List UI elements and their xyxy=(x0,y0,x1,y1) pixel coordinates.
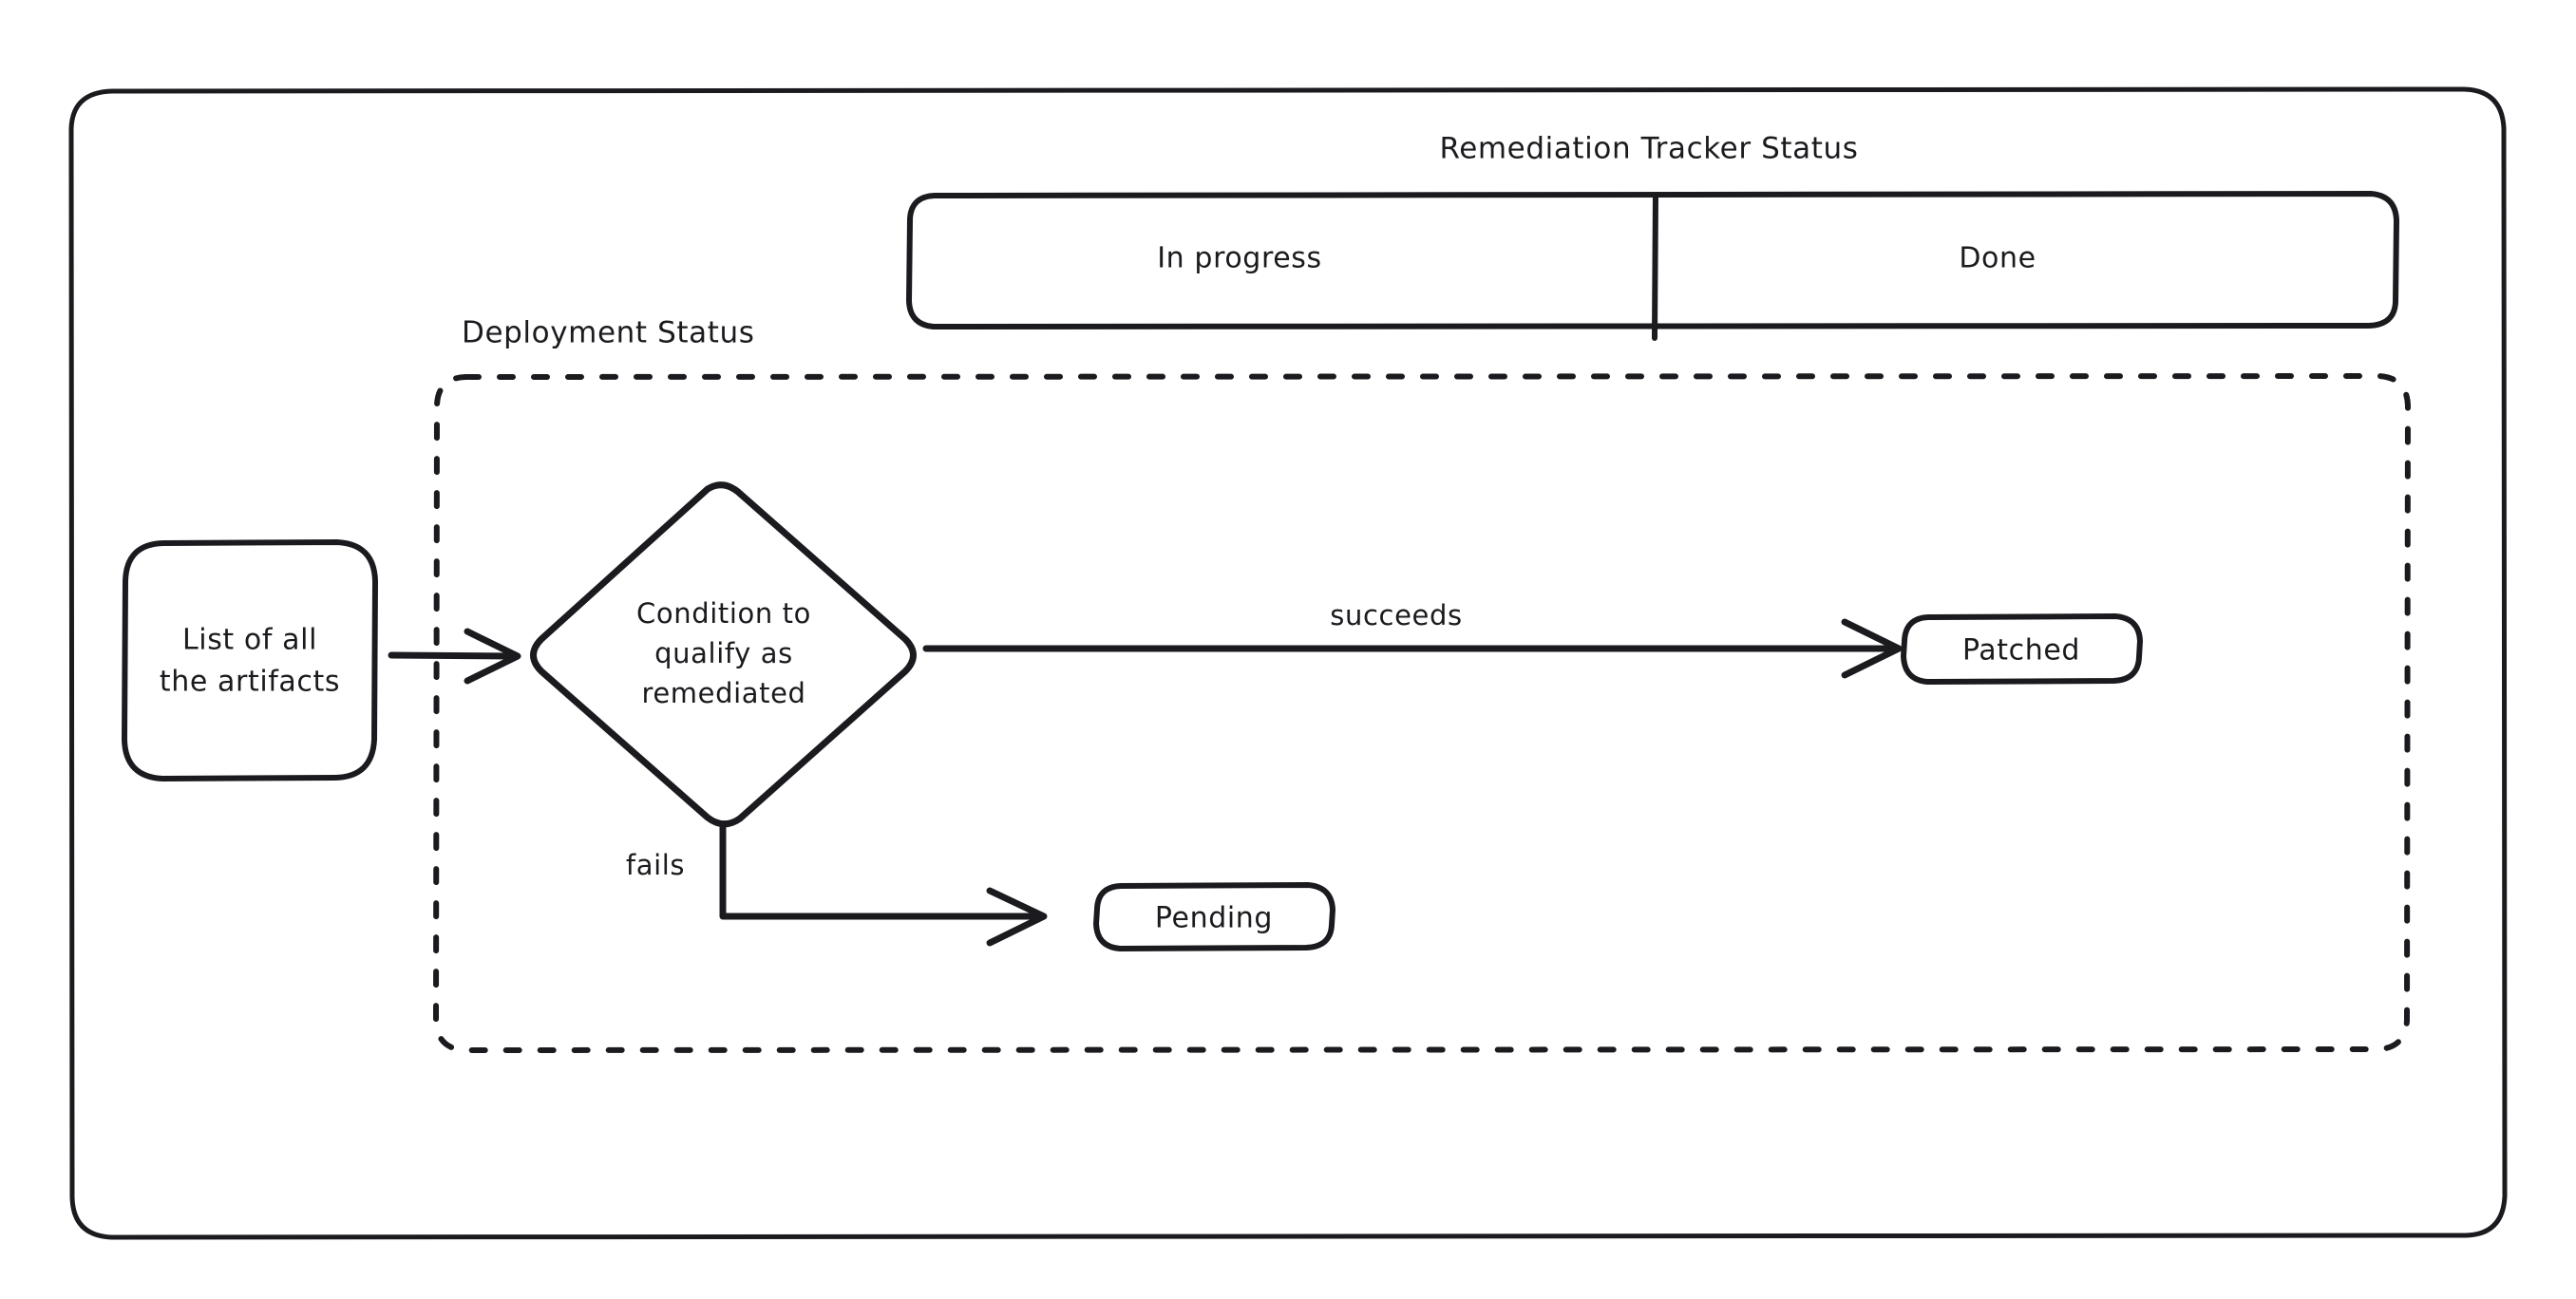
node-condition-label-line2: qualify as xyxy=(654,637,793,669)
remediation-tracker-panel xyxy=(906,191,2399,341)
tracker-cell-done[interactable]: Done xyxy=(1959,242,2036,275)
node-condition-label-line1: Condition to xyxy=(636,597,811,630)
node-artifacts[interactable]: List of all the artifacts xyxy=(122,539,378,781)
node-pending-label: Pending xyxy=(1155,902,1273,935)
deployment-status-group xyxy=(433,373,2411,1053)
edge-condition-to-patched xyxy=(922,618,1903,679)
deployment-status-title: Deployment Status xyxy=(462,316,754,350)
node-artifacts-label-line1: List of all xyxy=(182,624,317,657)
node-pending[interactable]: Pending xyxy=(1093,882,1335,951)
outer-frame xyxy=(68,86,2508,1240)
node-condition-label-line3: remediated xyxy=(641,677,805,709)
node-artifacts-label-line2: the artifacts xyxy=(160,666,340,699)
tracker-cell-in-progress[interactable]: In progress xyxy=(1157,242,1322,275)
remediation-tracker-title: Remediation Tracker Status xyxy=(1439,132,1858,166)
node-condition-diamond[interactable]: Condition to qualify as remediated xyxy=(530,481,917,828)
edge-label-fails: fails xyxy=(626,849,685,881)
edge-label-succeeds: succeeds xyxy=(1330,599,1462,631)
node-patched[interactable]: Patched xyxy=(1901,613,2143,685)
edge-condition-to-pending xyxy=(719,820,1048,947)
node-patched-label: Patched xyxy=(1962,634,2080,668)
edge-artifacts-to-condition xyxy=(388,628,521,685)
tracker-cell-divider xyxy=(1652,192,1658,341)
